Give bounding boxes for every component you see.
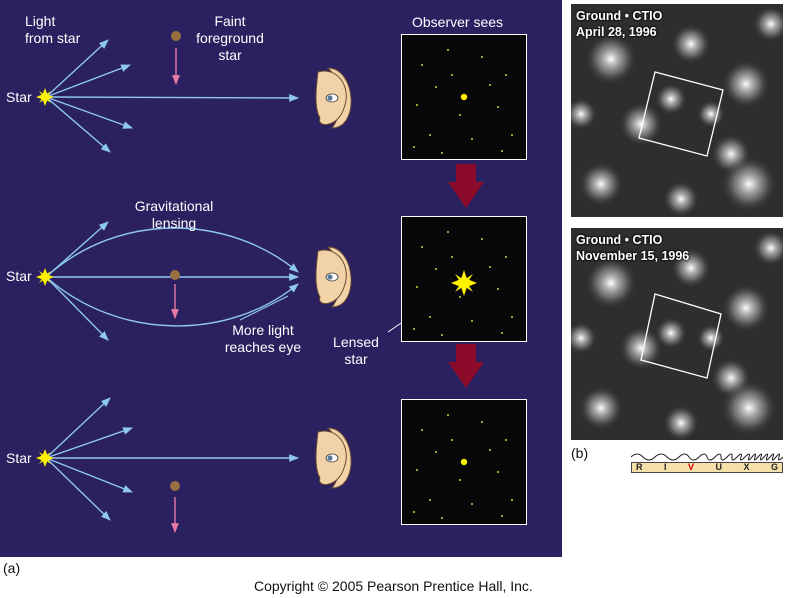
source-star-3 [36, 449, 54, 467]
row3-rays [45, 397, 299, 521]
ray-diagram [36, 31, 484, 533]
foreground-star-2 [170, 270, 180, 280]
star-label-1: Star [6, 89, 32, 105]
ctio-photo-april: Ground • CTIO April 28, 1996 [565, 4, 789, 217]
foreground-star-3 [170, 481, 180, 491]
band-i: I [663, 462, 667, 472]
wave-icon [631, 453, 783, 461]
spectrum-band-indicator: R I V U X G [631, 451, 783, 473]
panel-a-label: (a) [3, 560, 21, 576]
star-field-after [401, 399, 527, 525]
photo1-caption-line1: Ground • CTIO [576, 9, 663, 23]
lensed-star-label: Lensed star [333, 334, 379, 367]
band-u: U [715, 462, 722, 472]
source-star-2 [36, 268, 54, 286]
lensed-star-icon [451, 270, 477, 296]
panel-a-background: Light from star Faint foreground star Ob… [0, 0, 562, 557]
copyright: Copyright © 2005 Pearson Prentice Hall, … [254, 578, 533, 594]
source-star-1 [36, 88, 54, 106]
more-light-label: More light reaches eye [224, 322, 302, 355]
observer-sees-label: Observer sees [412, 14, 504, 30]
photo1-caption-line2: April 28, 1996 [576, 25, 657, 39]
grav-lensing-label: Gravitational lensing [134, 198, 214, 231]
foreground-star-1 [171, 31, 181, 41]
target-box-2 [640, 293, 722, 379]
star-label-3: Star [6, 450, 32, 466]
ctio-photo-november: Ground • CTIO November 15, 1996 [565, 228, 789, 441]
big-arrow-2 [448, 344, 484, 388]
observer-face-3 [315, 427, 352, 489]
observer-face-2 [315, 246, 352, 308]
spectrum-band-bar [631, 462, 783, 473]
star-field-lensed [401, 216, 527, 342]
band-v: V [687, 462, 694, 472]
band-g: G [770, 462, 778, 472]
light-from-star-label: Light from star [25, 13, 81, 46]
star-field-before [401, 34, 527, 160]
band-x: X [743, 462, 750, 472]
photo2-caption-line2: November 15, 1996 [576, 249, 690, 263]
band-r: R [636, 462, 643, 472]
star-label-2: Star [6, 268, 32, 284]
target-box-1 [638, 71, 724, 157]
observer-face-1 [315, 67, 352, 129]
row1-rays [45, 39, 299, 153]
faint-star-label: Faint foreground star [196, 13, 264, 63]
photo2-caption-line1: Ground • CTIO [576, 233, 663, 247]
big-arrow-1 [448, 164, 484, 208]
panel-b-label: (b) [571, 445, 589, 461]
